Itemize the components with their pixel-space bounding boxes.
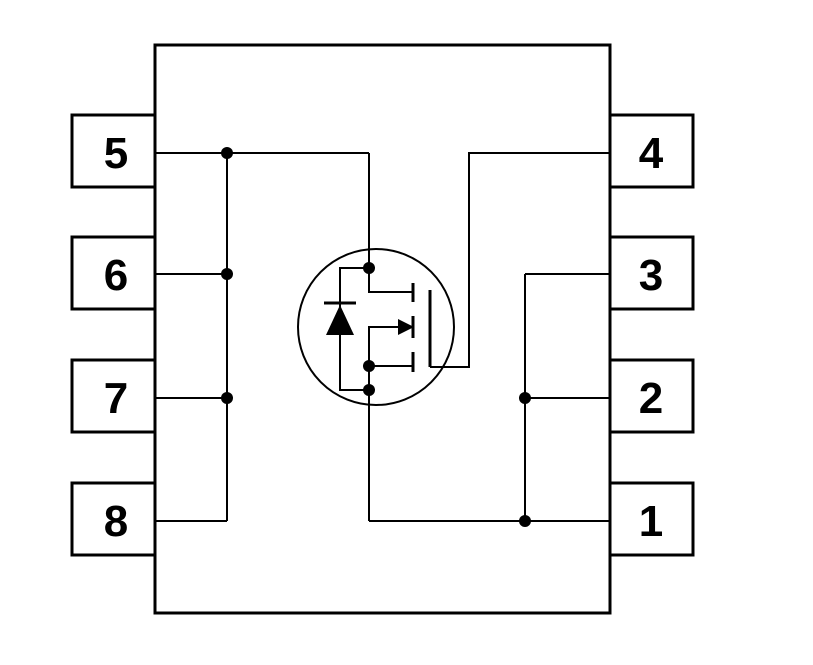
source-lead: [368, 365, 413, 390]
body-lead: [368, 326, 398, 366]
pin-6: 6: [70, 235, 157, 311]
pin-2-label: 2: [639, 374, 663, 423]
junction-pin7: [221, 392, 233, 404]
pin-2-box: [608, 358, 695, 434]
body-arrow-icon: [398, 319, 414, 335]
mosfet-circle: [297, 248, 455, 406]
pin-1-label: 1: [639, 497, 663, 546]
pin-6-label: 6: [104, 251, 128, 300]
pin-5-label: 5: [104, 129, 128, 178]
junction-drain: [363, 262, 375, 274]
junction-pin6: [221, 268, 233, 280]
pin-8-label: 8: [104, 497, 128, 546]
diode-triangle-icon: [326, 305, 354, 335]
pin-5-box: [70, 113, 157, 189]
pin-8-box: [70, 481, 157, 557]
pin-7-label: 7: [104, 374, 128, 423]
junction-source-upper: [363, 360, 375, 372]
pin-3: 3: [608, 235, 695, 311]
pin-4: 4: [608, 113, 695, 189]
pin-7: 7: [70, 358, 157, 434]
left-bus-wiring: [155, 152, 370, 522]
junction-dots: [221, 147, 531, 527]
wire-gate-pin4: [430, 152, 610, 368]
junction-pin5: [221, 147, 233, 159]
mosfet-symbol: [297, 248, 455, 406]
pin-7-box: [70, 358, 157, 434]
pin-5: 5: [70, 113, 157, 189]
package-body: [153, 43, 612, 615]
junction-source-lower: [363, 384, 375, 396]
gate-wiring: [430, 152, 610, 368]
junction-pin2: [519, 392, 531, 404]
junction-pin1: [519, 515, 531, 527]
pin-8: 8: [70, 481, 157, 557]
pin-2: 2: [608, 358, 695, 434]
mosfet-filled-marks: [326, 305, 414, 335]
pin-4-box: [608, 113, 695, 189]
pin-1-box: [608, 481, 695, 557]
pin-1: 1: [608, 481, 695, 557]
pin-4-label: 4: [639, 129, 664, 178]
right-bus-wiring: [368, 273, 610, 522]
drain-lead: [368, 268, 413, 293]
pin-3-label: 3: [639, 251, 663, 300]
